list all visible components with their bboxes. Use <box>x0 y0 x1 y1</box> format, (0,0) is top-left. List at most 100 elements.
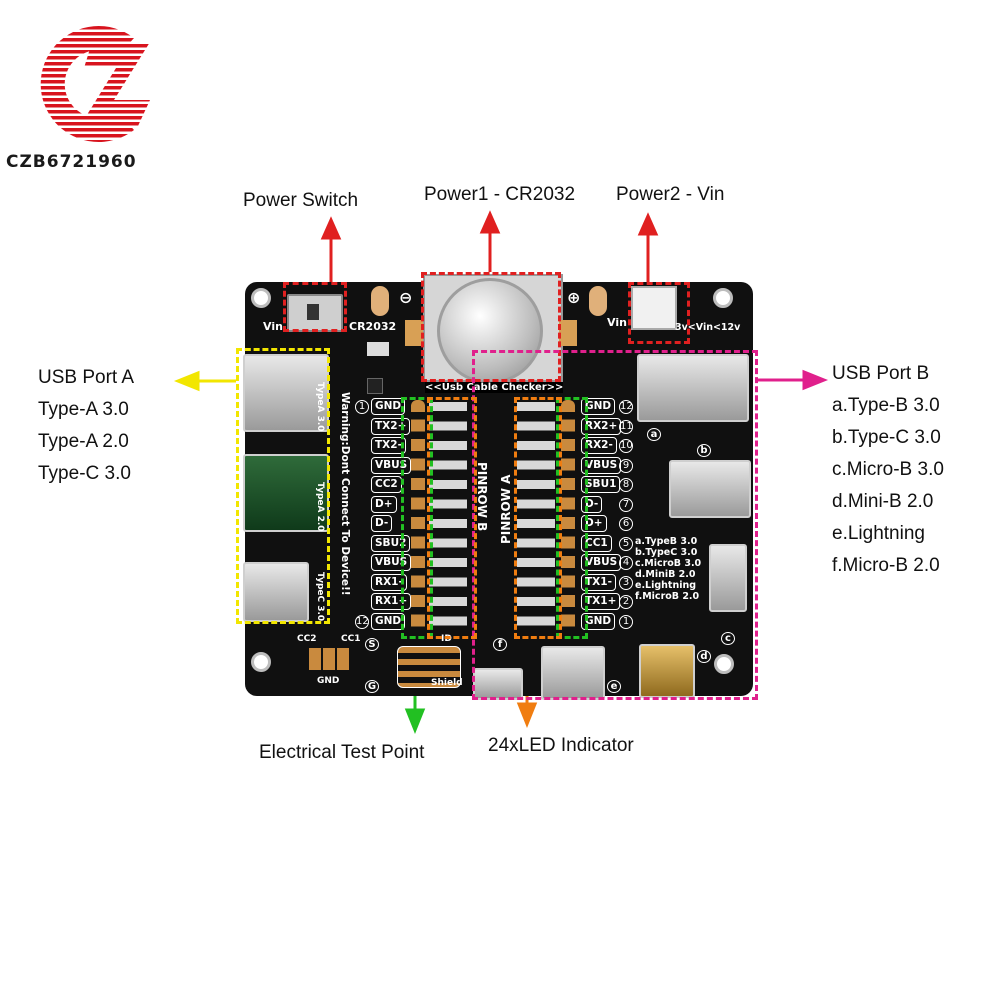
arrow-usb-port-a <box>173 370 236 392</box>
port-b-list-item: a.TypeB 3.0 <box>635 536 698 547</box>
pin-label: D+ <box>581 515 607 532</box>
marker-led-b <box>427 397 477 639</box>
pin-number: 11 <box>619 419 633 434</box>
smd-component <box>367 378 383 394</box>
usb-port-b-item: f.Micro-B 2.0 <box>832 555 940 576</box>
pin-number: 9 <box>619 458 633 473</box>
mounting-hole <box>714 654 734 674</box>
silk-port-letter-a: a <box>647 428 661 441</box>
pin-label: D- <box>581 495 603 513</box>
pin-label: SBU2 <box>371 534 411 552</box>
mounting-hole <box>251 288 271 308</box>
marker-led-a <box>514 397 562 639</box>
callout-led-indicator: 24xLED Indicator <box>488 735 634 756</box>
pin-label: D+ <box>371 495 397 513</box>
arrow-power-switch <box>320 216 342 284</box>
silk-id: ID <box>441 634 452 644</box>
pin-number: 4 <box>619 556 633 570</box>
port-b-list: a.TypeB 3.0 b.TypeC 3.0 c.MicroB 3.0 d.M… <box>635 536 701 602</box>
pin-label: RX2- <box>581 437 617 454</box>
brand-logo-icon <box>40 25 150 142</box>
callout-power-switch: Power Switch <box>243 190 359 211</box>
usb-type-a-3-port[interactable] <box>243 354 329 432</box>
pin-number: 5 <box>619 536 633 551</box>
brand-name: CZB6721960 <box>6 152 137 172</box>
pin-number: 2 <box>619 595 633 609</box>
callout-test-point: Electrical Test Point <box>259 742 425 763</box>
marker-power-switch <box>283 282 347 332</box>
usb-type-a-2-port[interactable] <box>243 454 329 532</box>
mounting-hole <box>251 652 271 672</box>
pin-label: RX1- <box>371 573 407 591</box>
usb-port-b-item: e.Lightning <box>832 523 925 544</box>
led-column-a <box>517 402 555 630</box>
pin-label: GND <box>371 612 406 630</box>
pin-label: GND <box>581 612 616 630</box>
usb-port-b-item: d.Mini-B 2.0 <box>832 491 934 512</box>
pin-label: RX1+ <box>371 593 412 610</box>
silk-cc1: CC1 <box>341 634 361 644</box>
pin-label: GND <box>371 398 406 415</box>
pin-label: TX2- <box>371 437 406 454</box>
pin-label: GND <box>581 398 616 415</box>
silk-port-letter-e: e <box>607 680 621 693</box>
marker-usb-port-a <box>236 348 330 624</box>
port-b-list-item: f.MicroB 2.0 <box>635 591 700 602</box>
usb-type-b-3-port[interactable] <box>637 354 749 422</box>
marker-test-point-b <box>401 397 433 639</box>
shield-pads <box>397 646 461 688</box>
pin-number: 6 <box>619 517 633 531</box>
arrow-power2 <box>637 212 659 284</box>
silk-vin-left: Vin <box>263 320 283 333</box>
port-b-list-item: c.MicroB 3.0 <box>635 558 702 569</box>
usb-port-b-item: a.Type-B 3.0 <box>832 395 940 416</box>
pin-label: TX1- <box>581 573 616 591</box>
usb-micro-b-3-port[interactable] <box>709 544 747 612</box>
arrow-usb-port-b <box>756 369 829 391</box>
pin-number: 7 <box>619 497 633 512</box>
copper-pad <box>371 286 389 316</box>
switch-knob[interactable] <box>307 304 319 320</box>
usb-port-b-item: b.Type-C 3.0 <box>832 427 941 448</box>
pin-number: 12 <box>619 400 633 414</box>
silk-vin-right: Vin <box>607 316 627 329</box>
silk-cc2: CC2 <box>297 634 317 644</box>
pin-label: CC1 <box>581 534 612 552</box>
silk-plus: ⊕ <box>567 288 581 307</box>
pin-label: VBUS <box>371 456 412 474</box>
cr2032-holder <box>423 274 563 384</box>
port-b-list-item: b.TypeC 3.0 <box>635 547 698 558</box>
arrow-power1 <box>479 210 501 272</box>
usb-port-a-item: Type-C 3.0 <box>38 463 131 484</box>
brand-logo <box>22 8 172 158</box>
pin-number: 12 <box>355 614 369 629</box>
marker-usb-port-b <box>472 350 758 700</box>
pin-label: CC2 <box>371 476 402 493</box>
callout-power1: Power1 - CR2032 <box>424 184 576 205</box>
silk-g-mark: G <box>365 680 379 693</box>
pin-number: 8 <box>619 478 633 492</box>
pin-label: TX2+ <box>371 417 411 435</box>
silk-shield: Shield <box>431 678 463 688</box>
copper-pad <box>589 286 607 316</box>
usb-type-c-3b-port[interactable] <box>669 460 751 518</box>
test-point-pads-a[interactable] <box>561 400 575 632</box>
vin-connector <box>631 286 677 330</box>
power-switch[interactable] <box>287 294 343 332</box>
test-point-pads-b[interactable] <box>411 400 425 632</box>
silk-port-letter-d: d <box>697 650 711 663</box>
silk-port-letter-c: c <box>721 632 735 645</box>
marker-test-point-a <box>556 397 588 639</box>
silk-minus: ⊖ <box>399 288 413 307</box>
usb-port-a-title: USB Port A <box>38 367 135 388</box>
cc-pads <box>309 648 349 670</box>
mounting-hole <box>713 288 733 308</box>
usb-port-a-item: Type-A 3.0 <box>38 399 129 420</box>
usb-port-b-item: c.Micro-B 3.0 <box>832 459 944 480</box>
silk-gnd: GND <box>317 676 340 686</box>
battery-clip <box>405 320 423 346</box>
silk-vin-range: 3v<Vin<12v <box>675 322 741 333</box>
silk-port-letter-f: f <box>493 638 507 651</box>
pin-number: 3 <box>619 575 633 590</box>
silk-warning: Warning:Dont Connect To Device!! <box>339 392 351 596</box>
